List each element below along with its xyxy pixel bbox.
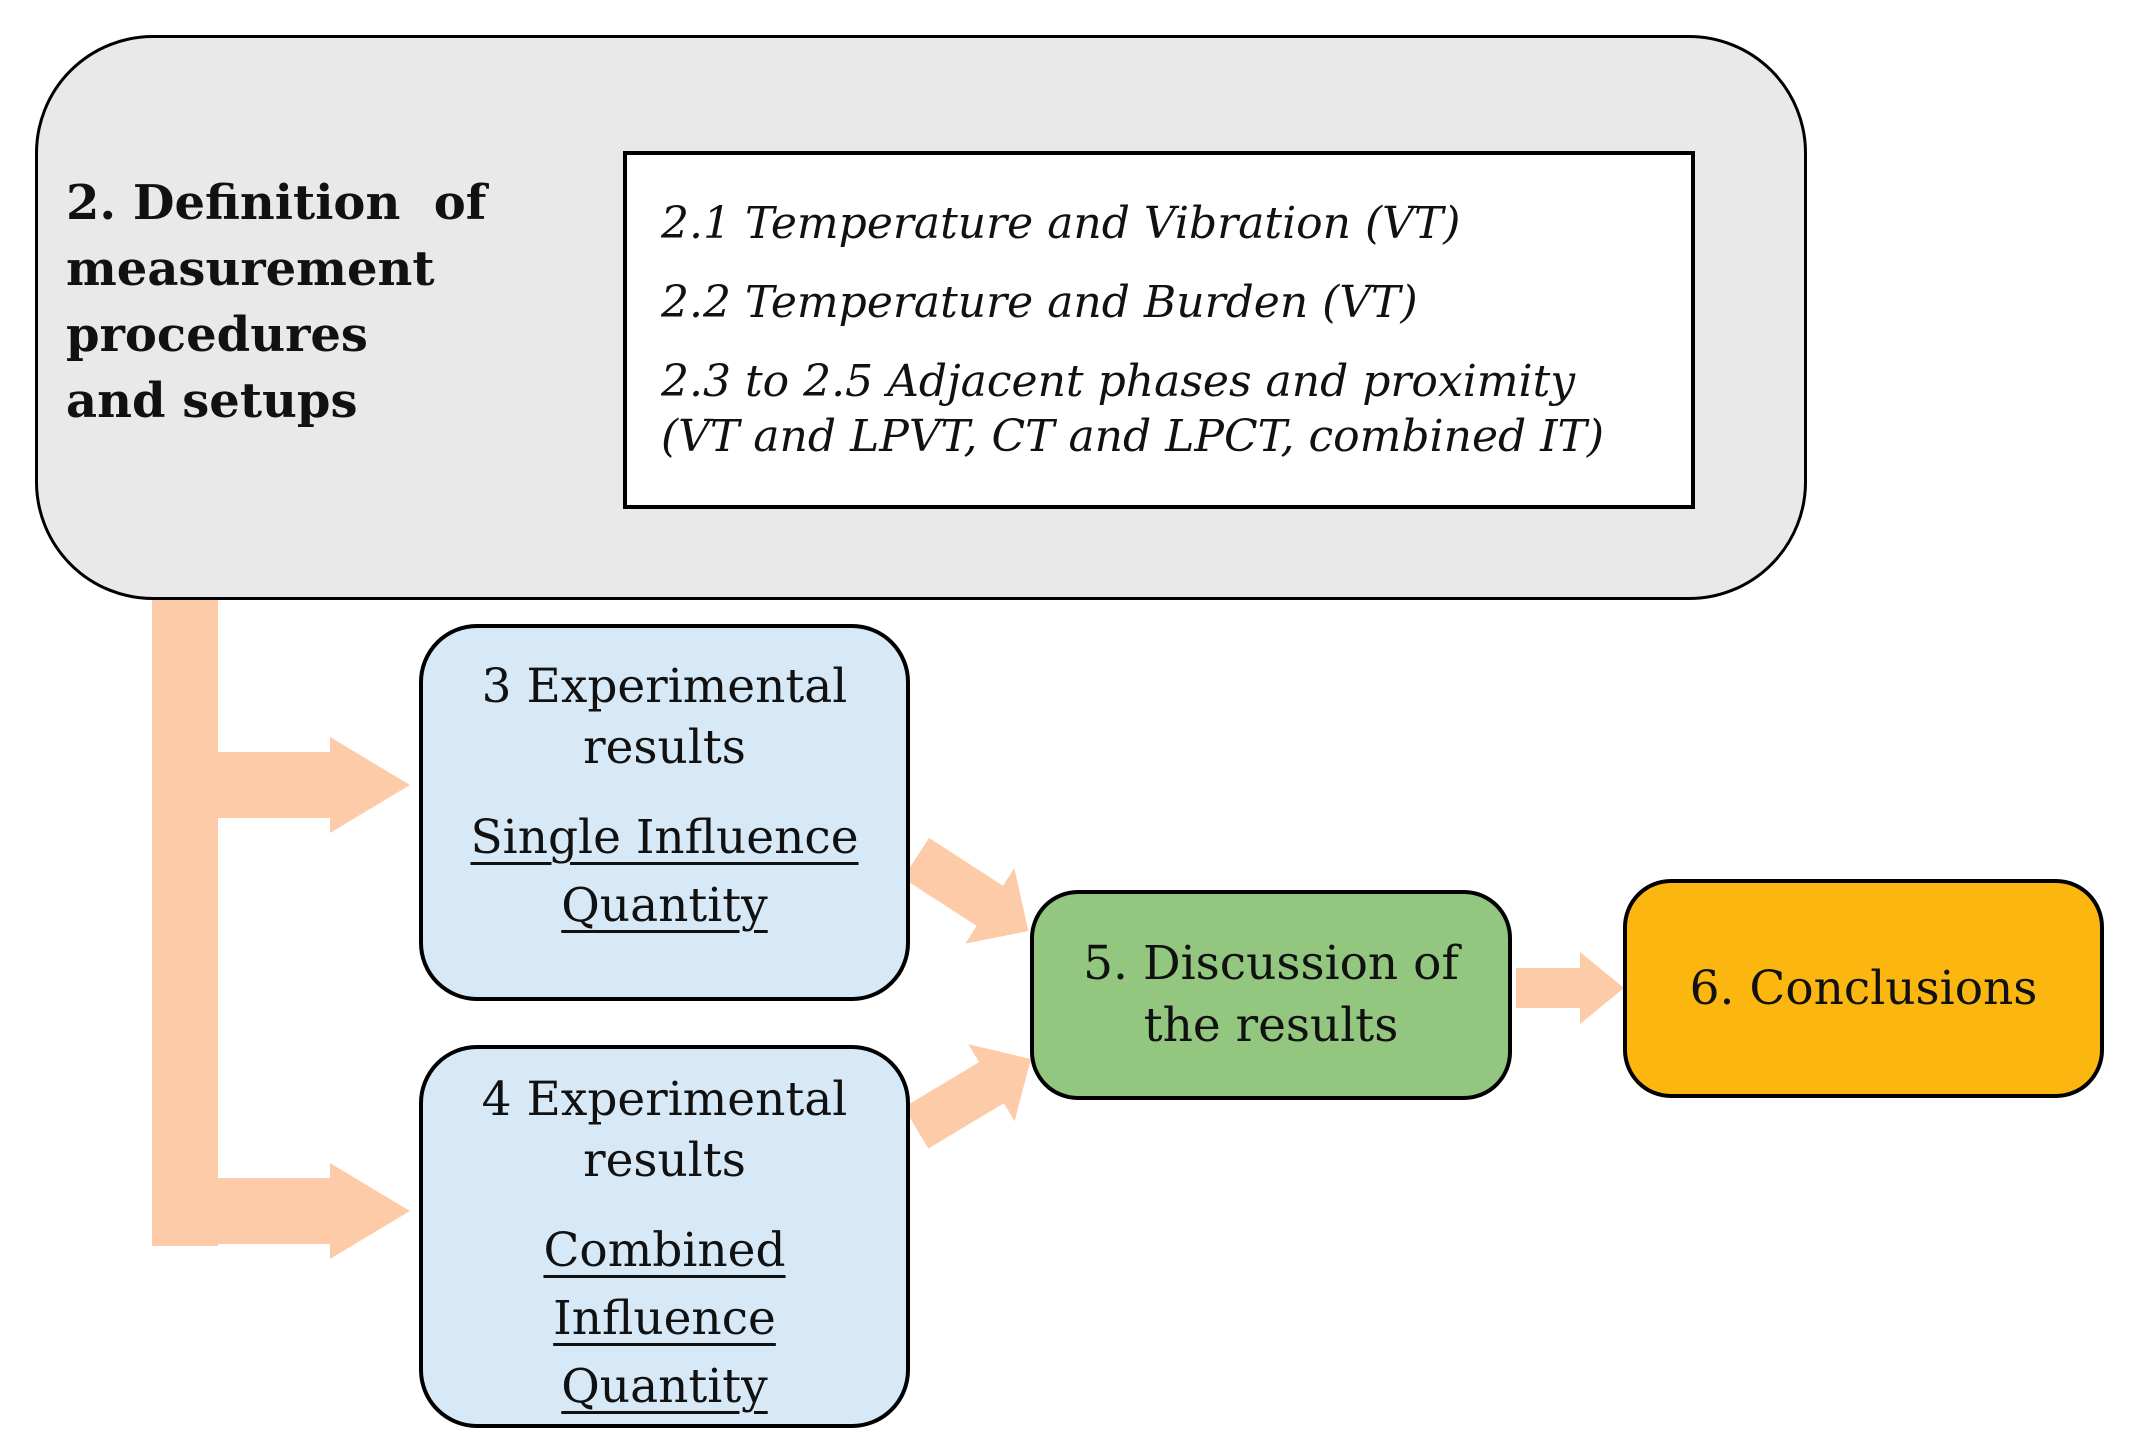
discussion-box: 5. Discussion of the results	[1030, 890, 1512, 1100]
flow-arrow-discussion-to-conclusions-shaft	[1516, 968, 1582, 1008]
subtitle-line: Quantity	[561, 878, 768, 933]
procedure-item: 2.2 Temperature and Burden (VT)	[661, 277, 1418, 328]
subtitle-line: Influence	[553, 1291, 776, 1346]
heading-line: results	[583, 1133, 746, 1188]
conclusions-box: 6. Conclusions	[1623, 879, 2104, 1098]
box-subtitle: Combined Influence Quantity	[423, 1217, 906, 1421]
heading-line: 3 Experimental	[481, 659, 848, 714]
subtitle-line: Combined	[543, 1223, 786, 1278]
flow-arrow-to-box3-head-icon	[330, 737, 410, 833]
box-heading: 4 Experimental results	[423, 1069, 906, 1191]
box-label: 5. Discussion of the results	[1083, 933, 1459, 1057]
procedure-item: 2.1 Temperature and Vibration (VT)	[661, 198, 1461, 249]
heading-line: 4 Experimental	[481, 1072, 848, 1127]
flow-arrow-box3-to-discussion	[891, 820, 1053, 969]
procedure-item: (VT and LPVT, CT and LPCT, combined IT)	[661, 411, 1605, 462]
procedure-item: 2.3 to 2.5 Adjacent phases and proximity	[661, 356, 1576, 407]
experimental-single-box: 3 Experimental results Single Influence …	[419, 624, 910, 1001]
flow-arrow-discussion-to-conclusions-head-icon	[1580, 952, 1624, 1024]
heading-line: results	[583, 720, 746, 775]
box-heading: 3 Experimental results	[423, 656, 906, 778]
definition-title: 2. Definition of measurement procedures …	[66, 175, 487, 429]
flow-arrow-box4-to-discussion	[893, 1020, 1055, 1166]
flow-arrow-vertical-bar	[152, 599, 218, 1246]
flow-arrow-to-box4-head-icon	[330, 1163, 410, 1259]
label-line: 5. Discussion of	[1083, 936, 1459, 991]
subtitle-line: Quantity	[561, 1359, 768, 1414]
flow-arrow-to-box4-shaft	[217, 1178, 330, 1244]
box-label: 6. Conclusions	[1689, 961, 2038, 1016]
flow-arrow-to-box3-shaft	[217, 752, 330, 818]
definition-box: 2. Definition of measurement procedures …	[35, 35, 1807, 600]
label-line: the results	[1143, 998, 1399, 1053]
box-subtitle: Single Influence Quantity	[423, 804, 906, 940]
experimental-combined-box: 4 Experimental results Combined Influenc…	[419, 1045, 910, 1428]
procedures-box: 2.1 Temperature and Vibration (VT) 2.2 T…	[623, 151, 1695, 509]
subtitle-line: Single Influence	[470, 810, 859, 865]
